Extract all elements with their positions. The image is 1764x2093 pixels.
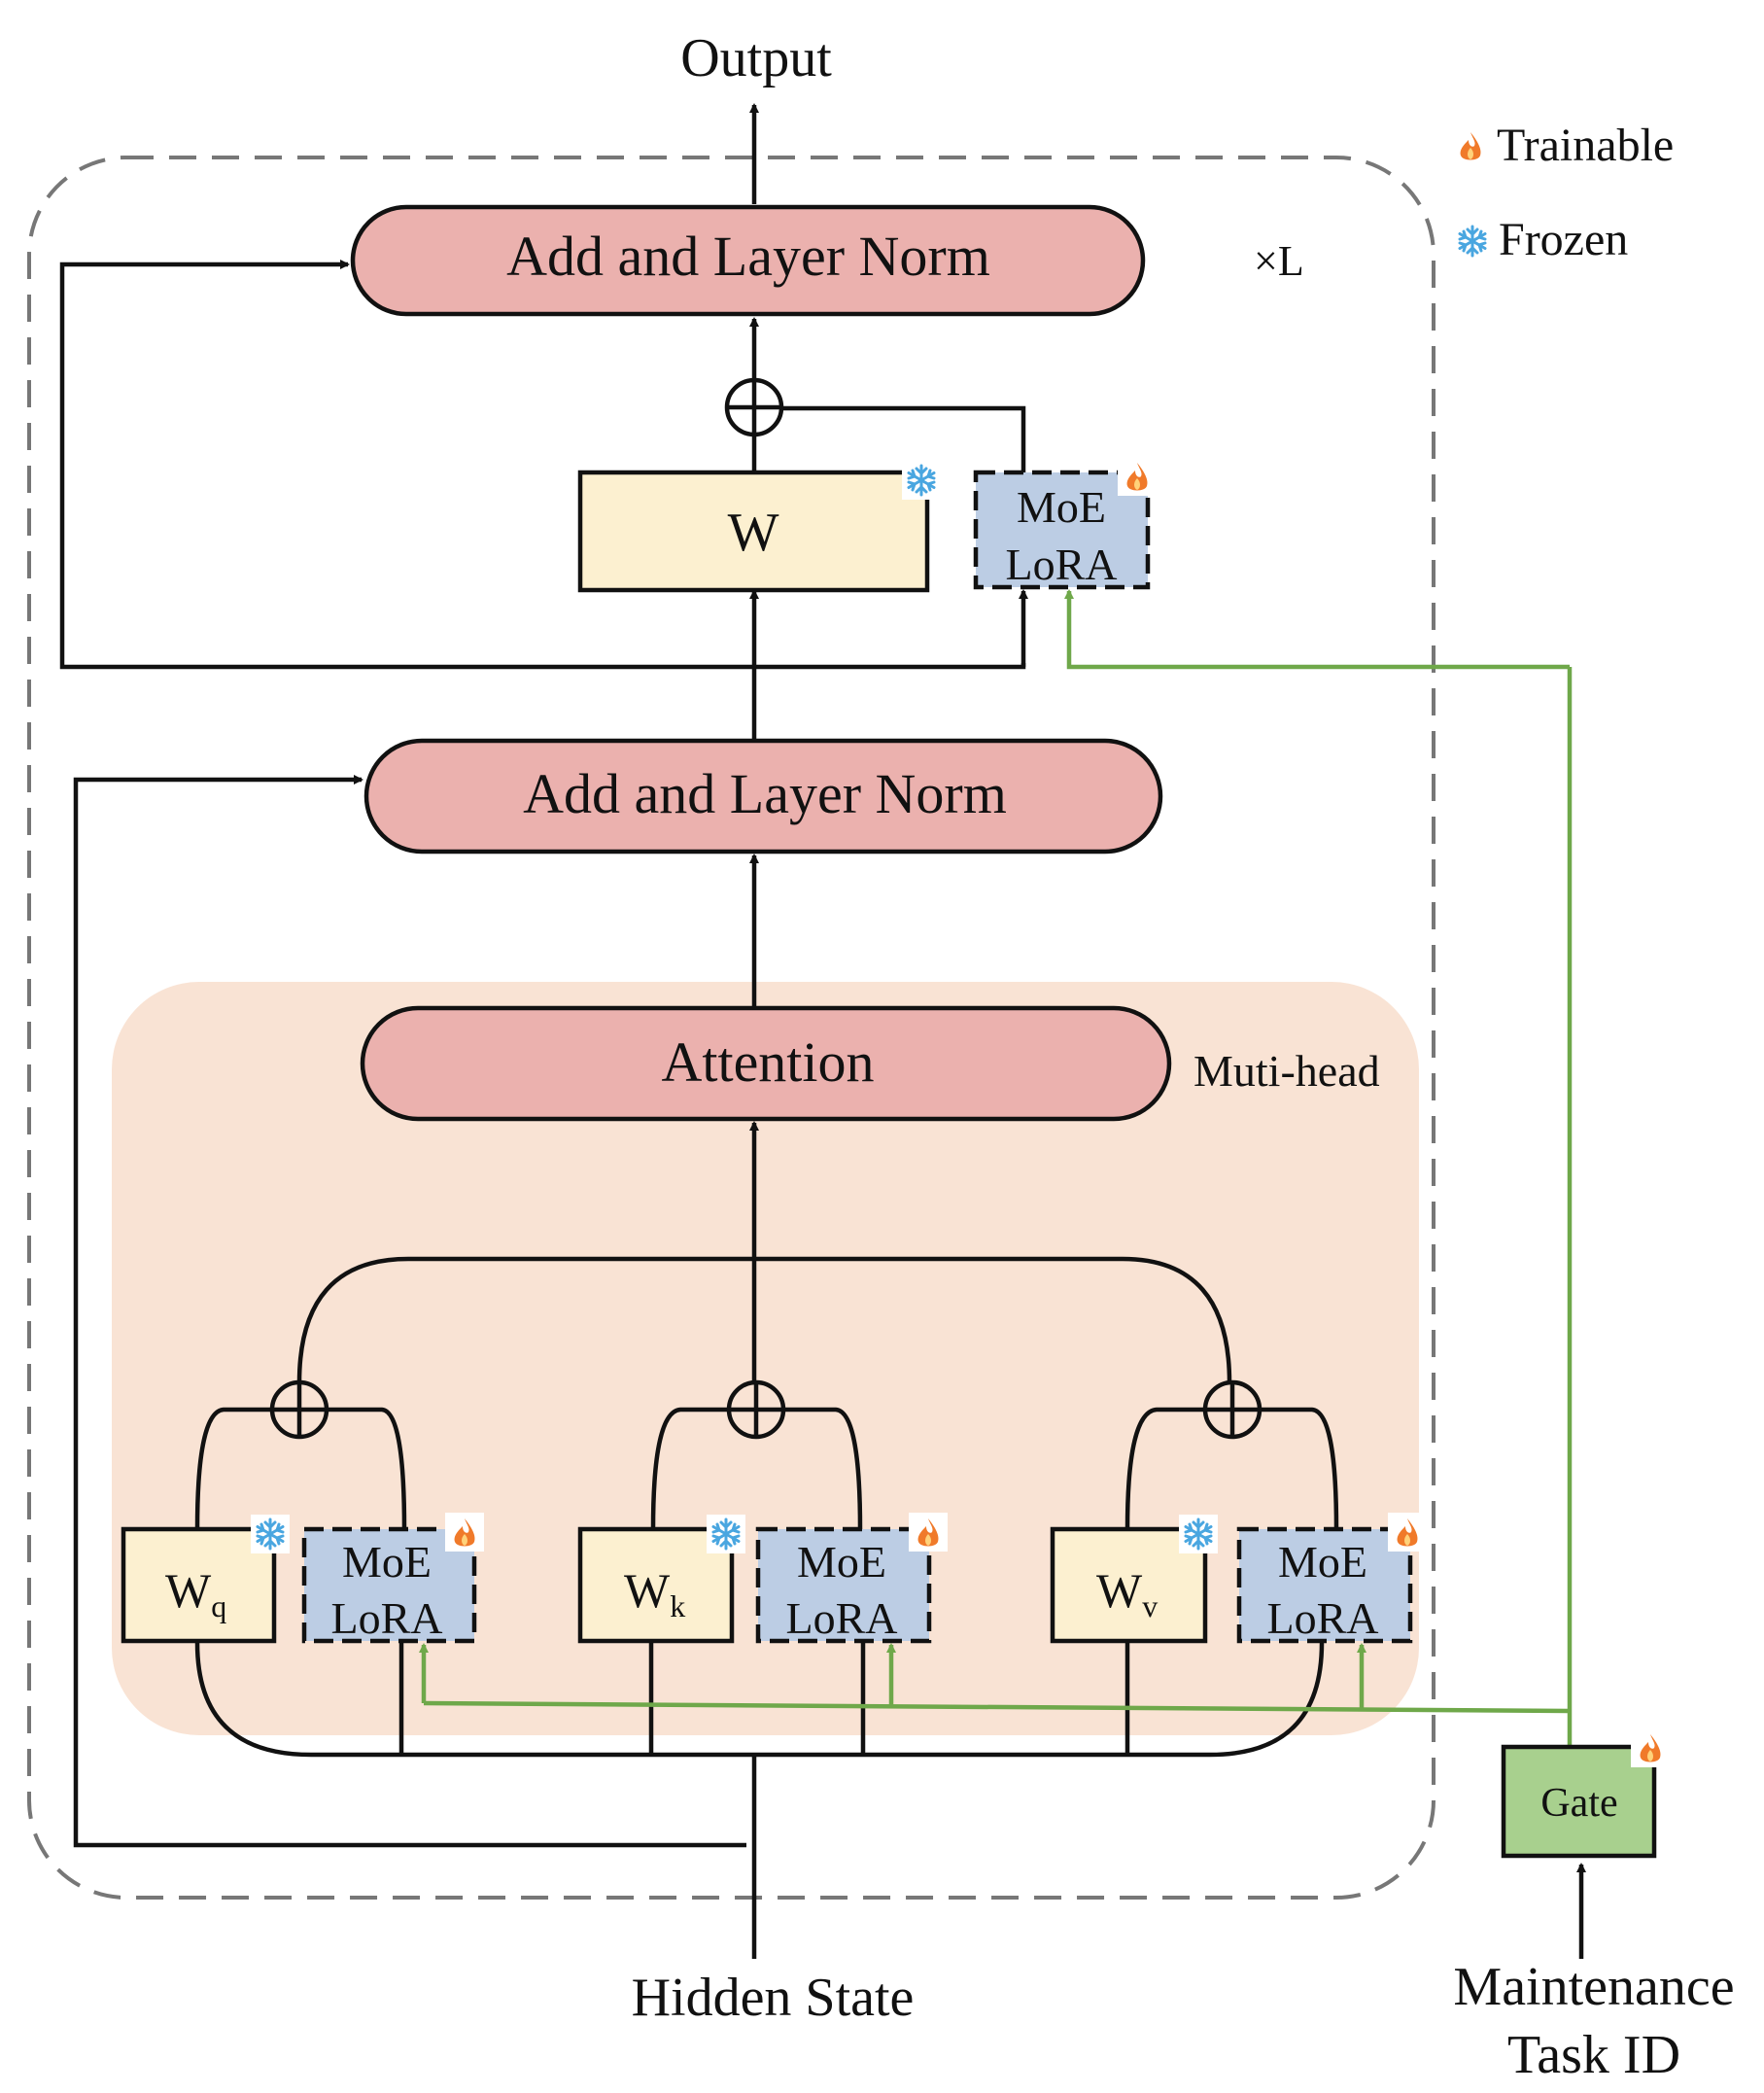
wk-subscript: k (670, 1588, 685, 1623)
svg-text:Wv: Wv (1096, 1563, 1158, 1623)
wq-label: W (165, 1563, 212, 1618)
layer-boundary (27, 156, 1435, 1900)
snowflake-icon (1458, 225, 1487, 258)
plus-node-v (1202, 1379, 1262, 1440)
svg-text:Wk: Wk (624, 1563, 685, 1623)
wv-label: W (1096, 1563, 1143, 1618)
moe-k-line2: LoRA (786, 1593, 898, 1643)
legend-frozen: Frozen (1499, 214, 1628, 265)
output-label: Output (680, 28, 832, 88)
legend-trainable: Trainable (1497, 120, 1674, 171)
bottom-bus (194, 1642, 1325, 1758)
plus-node-top (724, 377, 784, 437)
repeat-label: ×L (1254, 237, 1304, 285)
head-join (296, 1256, 1232, 1383)
add-norm-top-block: Add and Layer Norm (350, 204, 1146, 317)
moe-v-line2: LoRA (1267, 1593, 1379, 1643)
w-label: W (728, 503, 779, 563)
add-norm-top-label: Add and Layer Norm (506, 225, 990, 288)
plus-node-q (269, 1379, 329, 1440)
residual-top (59, 260, 1026, 670)
maintenance-label-line2: Task ID (1507, 2025, 1680, 2085)
attention-block: Attention (360, 1005, 1172, 1122)
wq-subscript: q (211, 1588, 226, 1623)
legend: Trainable Frozen (1458, 120, 1674, 265)
gate-block: Gate (1501, 1728, 1670, 1859)
residual-mid (73, 775, 746, 1848)
moe-lora-k-block: MoE LoRA (755, 1513, 948, 1644)
w-block: W (577, 461, 941, 593)
gate-label: Gate (1540, 1781, 1617, 1826)
wk-label: W (624, 1563, 671, 1618)
add-norm-mid-label: Add and Layer Norm (523, 762, 1007, 825)
moe-lora-q-block: MoE LoRA (301, 1513, 484, 1644)
moe-top-line2: LoRA (1006, 540, 1118, 589)
add-norm-mid-block: Add and Layer Norm (363, 738, 1163, 855)
moe-lora-v-block: MoE LoRA (1236, 1513, 1427, 1644)
moe-top-line1: MoE (1017, 482, 1106, 532)
gate-to-top-moe (1064, 589, 1570, 670)
wv-block: Wv (1050, 1515, 1218, 1644)
multi-head-label: Muti-head (1193, 1046, 1380, 1096)
moe-v-line1: MoE (1278, 1537, 1367, 1587)
svg-text:Wq: Wq (165, 1563, 226, 1623)
moe-lora-top-block: MoE LoRA (973, 457, 1157, 590)
plus-node-k (726, 1379, 786, 1440)
maintenance-label-line1: Maintenance (1453, 1957, 1734, 2017)
moe-to-plus (783, 405, 1026, 472)
wk-block: Wk (577, 1515, 745, 1644)
hidden-state-label: Hidden State (632, 1968, 915, 2028)
gate-route-heads (423, 1700, 1571, 1714)
moe-q-line1: MoE (342, 1537, 432, 1587)
wv-subscript: v (1142, 1588, 1158, 1623)
wq-block: Wq (121, 1515, 290, 1644)
moe-k-line1: MoE (797, 1537, 886, 1587)
attention-label: Attention (661, 1030, 874, 1094)
flame-icon (1460, 132, 1481, 160)
moe-q-line2: LoRA (331, 1593, 443, 1643)
